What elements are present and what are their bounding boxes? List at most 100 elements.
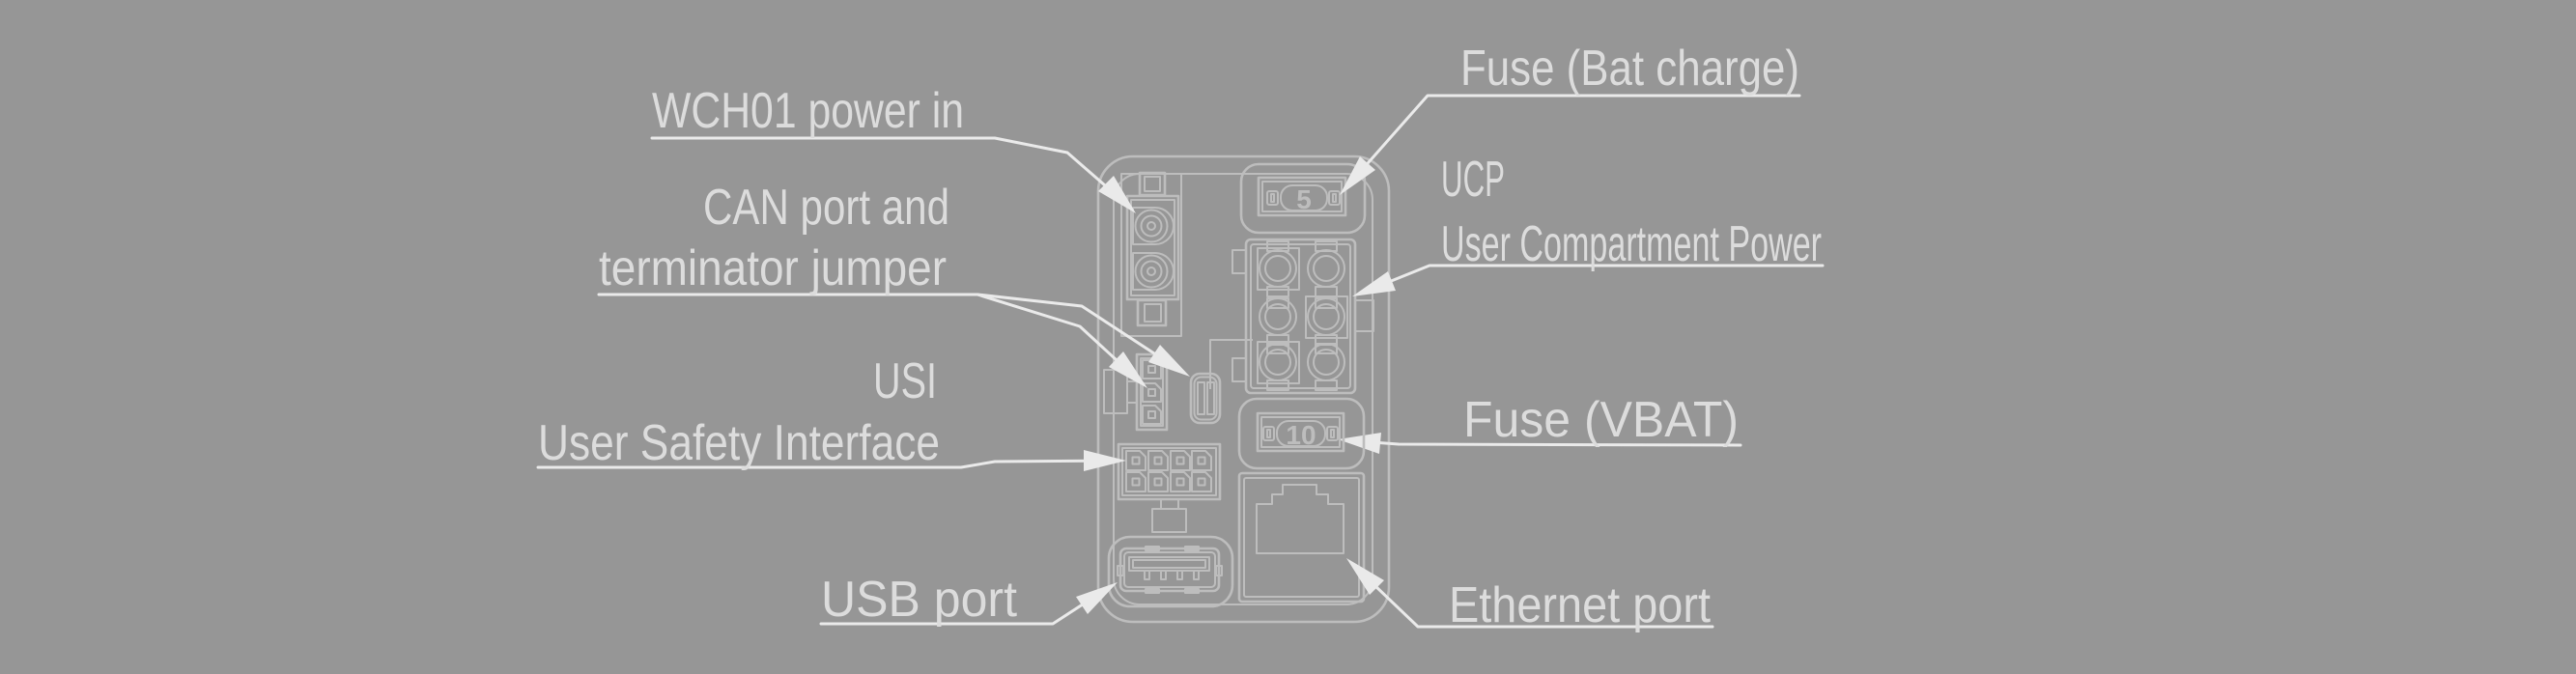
ucp-inner [1250,243,1351,389]
can-pin [1147,410,1156,419]
usi-bottom-key [1160,498,1179,510]
can-pin-cell [1142,382,1162,403]
ucp-connector [1231,238,1374,395]
label-ucp-abbr: UCP [1441,152,1505,208]
usi-pin [1131,477,1141,487]
fuse-bat-surround [1239,162,1367,235]
ucp-contact-bore [1313,349,1340,376]
fuse-bat-holder [1257,176,1347,217]
fuse-bat-rating-text: 5 [1296,184,1312,214]
usi-pin-cell [1125,450,1146,471]
jumper-inner [1193,376,1218,421]
usi-arrowhead [1084,450,1126,471]
usb-notch [1184,546,1200,551]
jumper-bar-right [1206,381,1215,415]
usi-pin [1175,456,1185,465]
usb-tongue-inner [1132,559,1206,569]
label-ethernet-port: Ethernet port [1449,577,1711,633]
ethernet-arrowhead [1346,558,1384,595]
ucp-keyway [1315,297,1338,309]
wch01-pin1-ring [1134,209,1169,243]
ucp-contact-bore [1264,255,1291,282]
fuse-vbat-body [1276,420,1326,447]
fuse-vbat-contact-left [1262,426,1275,441]
ucp-contact-bore [1313,303,1340,330]
wch01-pin1-core [1146,221,1156,231]
ucp-keyway [1315,379,1338,391]
ucp-right-tab [1354,299,1374,332]
fuse-bat-leader-line [1345,94,1801,189]
jumper-leader-line [976,293,1184,374]
ucp-keyway [1266,297,1289,309]
usb-side-latch [1215,565,1223,576]
label-ucp-full: User Compartment Power [1441,216,1822,272]
fuse-bat-contact-right-slot [1332,193,1337,203]
label-wch01-power-in: WCH01 power in [652,83,964,139]
ucp-keyway [1266,286,1289,297]
ucp-keyway [1266,240,1289,252]
ucp-arrowhead [1352,271,1396,296]
label-usb-port: USB port [821,572,1018,628]
ucp-contact-bore [1264,303,1291,330]
usi-pin [1131,456,1141,465]
usb-contact [1193,570,1200,580]
ethernet-cutout [1237,471,1366,604]
fuse-vbat-contact-right-slot [1330,429,1335,438]
usi-pin [1197,456,1206,465]
ucp-keyway [1266,379,1289,391]
fuse-vbat-holder [1256,411,1345,453]
usi-bottom-tab [1151,508,1187,533]
usb-tongue [1128,556,1210,572]
wch01-bottom-tab [1136,298,1168,327]
fuse-vbat: 10 [1237,397,1366,470]
wch01-pin2-ring [1134,254,1169,289]
wch01-pin-housing-2 [1132,252,1175,291]
label-usi-abbr: USI [873,353,937,409]
fuse-bat-charge: 5 [1239,162,1367,235]
fuse-vbat-contact-right [1326,426,1339,441]
usb-contact [1144,570,1150,580]
usb-side-latch [1117,565,1124,576]
label-can-port-line1: CAN port and [703,180,949,236]
wch01-body-inner [1130,199,1175,296]
jumper-bar-left [1197,381,1205,415]
fuse-bat-contact-left-slot [1270,193,1275,203]
callout-labels: WCH01 power in Fuse (Bat charge) UCP Use… [538,41,1822,633]
wch01-pin-housing-1 [1132,207,1175,245]
usb-port [1107,535,1234,608]
ucp-square-housing-3 [1257,341,1300,384]
usb-shell [1118,547,1221,593]
panel-step-rect [1103,369,1128,414]
usb-notch [1184,588,1200,594]
usi-leader-line [536,459,1120,469]
can-pin [1147,365,1156,374]
usi-inner [1121,447,1217,496]
ucp-contact-bore [1264,349,1291,376]
fuse-vbat-rating-text: 10 [1286,420,1316,450]
can-pin [1147,388,1156,397]
ucp-left-tab-bottom [1231,357,1247,382]
usi-pin-cell [1147,471,1169,492]
can-side-tab [1126,380,1138,404]
ucp-left-tab-top [1231,249,1247,274]
jumper-arrowhead [1148,345,1190,377]
fuse-bat-body [1280,184,1328,211]
ucp-square-housing-2 [1305,295,1348,339]
ucp-square-housing-1 [1257,247,1300,291]
wch01-pin1-mid [1140,214,1163,238]
terminator-jumper [1189,372,1222,425]
jumper-outer [1189,372,1222,425]
usi-pin-cell [1170,471,1191,492]
label-usi-full: User Safety Interface [538,415,940,471]
ucp-contact-bore [1313,255,1340,282]
usb-notch [1145,546,1160,551]
wch01-top-tab-inner [1144,176,1161,192]
can-arrowhead [1109,351,1147,388]
wch01-pin2-mid [1140,260,1163,283]
ucp-keyway [1315,240,1338,252]
ethernet-port [1237,471,1366,604]
label-fuse-bat-charge: Fuse (Bat charge) [1460,41,1799,97]
can-leader-line [597,293,1142,383]
